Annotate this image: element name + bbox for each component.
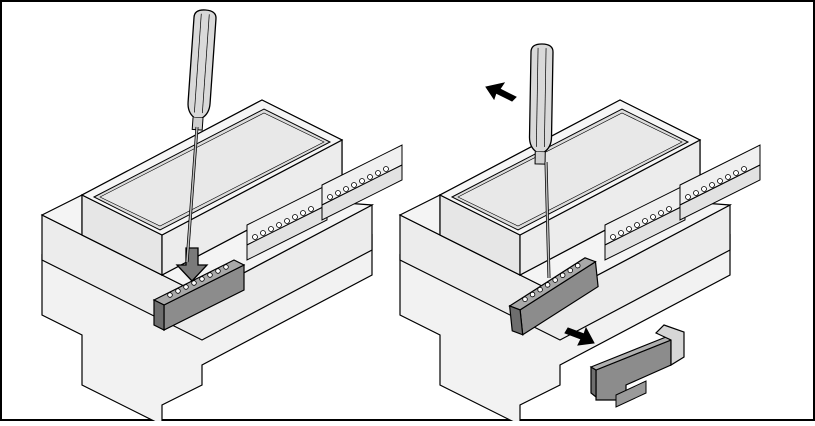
- arrow-down-right-icon: [564, 326, 595, 346]
- terminal-block-right: [679, 144, 761, 221]
- screwdriver-icon: [528, 43, 554, 279]
- panel-step-insert: [41, 99, 403, 426]
- arrow-down-icon: [175, 247, 209, 282]
- terminal-block-middle: [604, 184, 686, 261]
- panel-step-remove: [399, 99, 761, 426]
- removed-terminal-connector: [589, 324, 685, 408]
- screwdriver-icon: [185, 8, 218, 263]
- terminal-block-middle: [246, 184, 328, 261]
- removable-terminal-connector: [152, 259, 246, 331]
- removable-terminal-connector: [508, 257, 599, 336]
- arrow-up-left-icon: [485, 82, 517, 102]
- terminal-block-right: [321, 144, 403, 221]
